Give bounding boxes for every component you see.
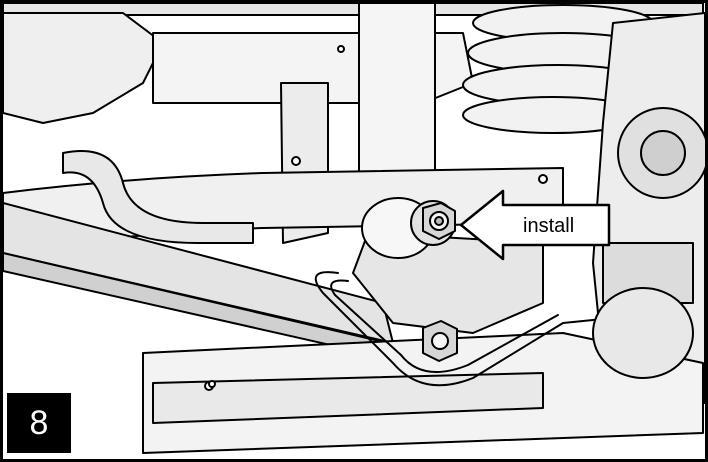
lower-bolt: [422, 320, 458, 362]
lower-right-component: [592, 287, 694, 379]
install-arrow-icon: install: [459, 189, 611, 261]
bracket-hole: [291, 156, 301, 166]
fastener: [538, 174, 548, 184]
suspension-line-drawing: install: [3, 3, 705, 454]
step-number-badge: 8: [7, 393, 71, 453]
mounting-bolt: [422, 202, 456, 240]
hub-center: [640, 130, 686, 176]
upper-hole: [337, 45, 345, 53]
brake-line-inner: [330, 279, 559, 373]
fastener: [208, 380, 216, 388]
shock-absorber: [358, 3, 436, 194]
install-label: install: [523, 215, 574, 237]
brake-line: [314, 271, 614, 387]
upper-left-body: [3, 12, 164, 124]
curved-pipe: [62, 150, 254, 244]
brake-caliper: [602, 242, 694, 304]
